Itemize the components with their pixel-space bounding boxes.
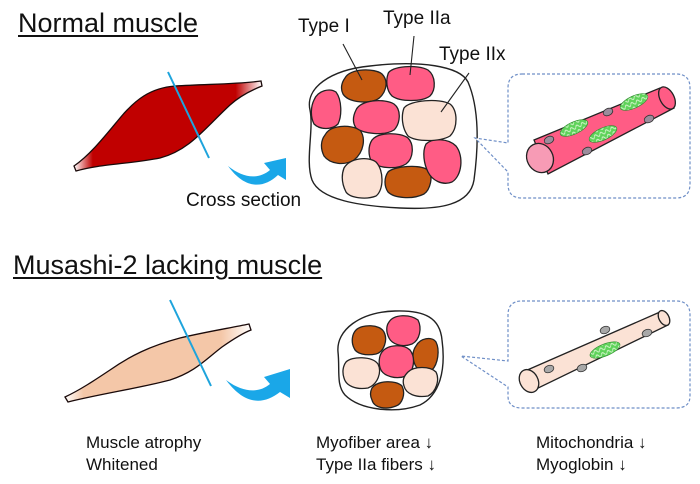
muscle-caption: Muscle atrophy Whitened	[86, 432, 201, 476]
cross-section-caption: Myofiber area ↓ Type IIa fibers ↓	[316, 432, 436, 476]
type2a-label: Type IIa	[383, 8, 451, 29]
nucleus	[576, 363, 588, 373]
caption-line: Mitochondria ↓	[536, 433, 647, 452]
atrophied-cross-section	[337, 310, 444, 411]
type2x-label: Type IIx	[439, 44, 506, 65]
fiber-type2x	[402, 366, 439, 398]
fiber-type2a	[310, 89, 342, 130]
normal-muscle-title: Normal muscle	[18, 8, 199, 38]
normal-muscle-body	[73, 80, 263, 172]
fiber-type2a	[352, 99, 400, 135]
fiber-type1	[351, 325, 387, 356]
nucleus	[581, 146, 593, 156]
fiber-type1	[340, 69, 387, 103]
fiber-type1	[384, 165, 432, 199]
mitochondrion	[588, 125, 618, 143]
atrophied-muscle-body	[64, 323, 252, 403]
nucleus	[543, 364, 555, 374]
fiber-caption: Mitochondria ↓ Myoglobin ↓	[536, 432, 647, 476]
fiber-type1	[369, 381, 405, 409]
curved-arrow-icon	[228, 158, 286, 185]
nucleus	[543, 135, 555, 145]
fiber-type2a	[386, 315, 421, 347]
normal-muscle	[73, 80, 263, 172]
musashi2-muscle-title: Musashi-2 lacking muscle	[13, 250, 323, 280]
caption-line: Whitened	[86, 455, 158, 474]
fiber-type2x	[341, 157, 383, 199]
type2x-leader	[440, 72, 470, 113]
type2a-leader	[409, 35, 415, 76]
caption-line: Muscle atrophy	[86, 433, 202, 452]
type1-label: Type I	[298, 16, 350, 37]
caption-line: Myoglobin ↓	[536, 455, 627, 474]
curved-arrow-icon	[226, 369, 290, 401]
atrophied-muscle	[64, 323, 252, 403]
fiber-type2a	[386, 65, 435, 102]
caption-line: Myofiber area ↓	[316, 433, 434, 452]
fiber-type2x	[401, 99, 457, 142]
mitochondrion	[559, 119, 589, 137]
normal-fiber	[525, 86, 677, 175]
type1-leader	[342, 43, 363, 81]
atrophied-fiber	[518, 309, 671, 394]
nucleus	[643, 114, 655, 124]
atrophied-cut-line	[169, 299, 212, 387]
fiber-type1	[320, 125, 365, 165]
fiber-type2a	[423, 139, 462, 184]
cross-section-label: Cross section	[186, 190, 302, 211]
normal-cross-section	[308, 63, 478, 210]
normal-cut-line	[167, 71, 210, 159]
mitochondrion	[619, 93, 649, 111]
caption-line: Type IIa fibers ↓	[316, 455, 436, 474]
mitochondrion	[589, 341, 621, 359]
fiber-type2x	[342, 357, 381, 390]
nucleus	[599, 325, 611, 335]
fiber-type2a	[368, 133, 413, 169]
nucleus	[602, 107, 614, 117]
nucleus	[641, 328, 653, 338]
